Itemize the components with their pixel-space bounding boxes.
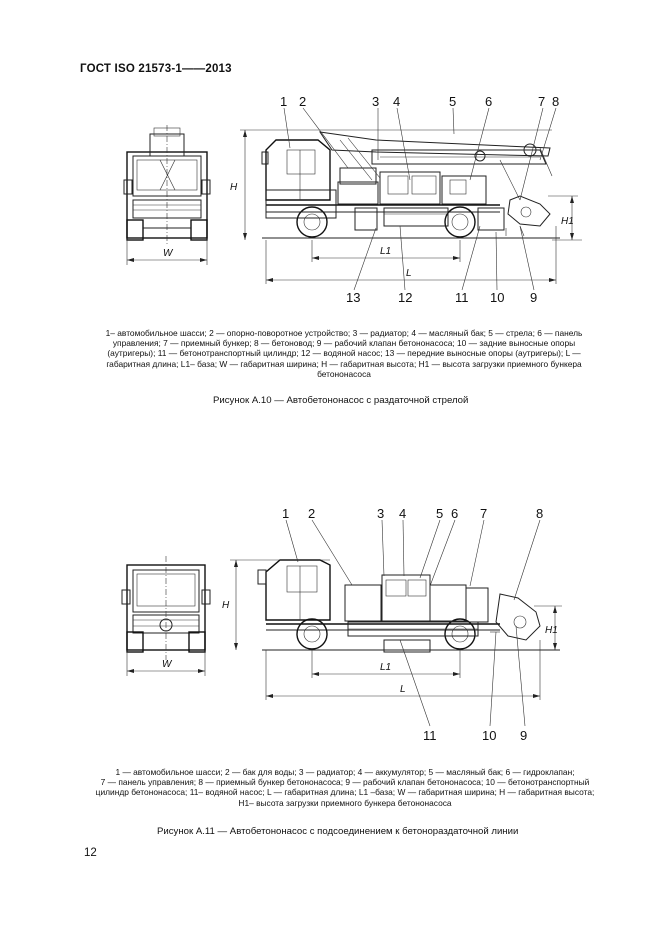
figure-a11-side-view — [230, 519, 562, 727]
fig11-callout-7: 7 — [480, 506, 487, 521]
fig10-callout-5: 5 — [449, 94, 456, 109]
page-number: 12 — [84, 847, 97, 859]
fig10-dim-h: H — [230, 182, 238, 193]
fig10-dim-h1: H1 — [561, 216, 574, 227]
fig10-callout-11: 11 — [455, 290, 469, 305]
figure-a10-caption: Рисунок А.10 — Автобетононасос с раздато… — [213, 395, 469, 406]
fig11-dim-l: L — [400, 684, 406, 695]
figure-a11-caption: Рисунок А.11 — Автобетононасос с подсоед… — [157, 826, 519, 837]
fig10-callout-2: 2 — [299, 94, 306, 109]
fig11-legend-line: 1 — автомобильное шасси; 2 — бак для вод… — [115, 767, 575, 777]
fig11-callout-11: 11 — [423, 728, 437, 743]
fig10-callout-7: 7 — [538, 94, 545, 109]
fig10-legend-line: бетононасоса — [317, 368, 371, 379]
fig11-callout-10: 10 — [482, 728, 496, 743]
figure-a11-legend: 1 — автомобильное шасси; 2 — бак для вод… — [76, 767, 614, 808]
fig11-callout-9: 9 — [520, 728, 527, 743]
document-header: ГОСТ ISO 21573-1——2013 — [80, 63, 232, 75]
fig11-callout-5: 5 — [436, 506, 443, 521]
fig11-dim-w: W — [162, 659, 173, 670]
fig11-legend-line: цилиндр бетононасоса; 11– водяной насос;… — [95, 787, 595, 798]
fig11-callout-8: 8 — [536, 506, 543, 521]
fig10-callout-13: 13 — [346, 290, 360, 305]
fig10-legend-line: (аутригеры); 11 — бетонотранспортный цил… — [107, 348, 581, 359]
fig11-legend-line: 7 — панель управления; 8 — приемный бунк… — [100, 777, 590, 788]
fig10-legend-line: управления; 7 — приемный бункер; 8 — бет… — [112, 338, 576, 349]
fig11-callout-2: 2 — [308, 506, 315, 521]
fig10-callout-1: 1 — [280, 94, 287, 109]
fig10-dim-l: L — [406, 268, 412, 279]
fig10-legend-line: габаритная длина; L1– база; W — габаритн… — [106, 358, 582, 369]
figure-a11-front-view — [121, 556, 211, 676]
fig10-callout-12: 12 — [398, 290, 412, 305]
fig11-dim-h1: H1 — [545, 625, 558, 636]
fig10-legend-line: 1– автомобильное шасси; 2 — опорно-повор… — [105, 328, 583, 338]
fig10-callout-3: 3 — [372, 94, 379, 109]
fig11-callout-3: 3 — [377, 506, 384, 521]
fig11-dim-l1: L1 — [380, 662, 391, 673]
fig10-dim-l1: L1 — [380, 246, 391, 257]
fig11-callout-1: 1 — [282, 506, 289, 521]
fig11-legend-line: H1– высота загрузки приемного бункера бе… — [238, 797, 452, 808]
fig11-dim-h: H — [222, 600, 230, 611]
figure-a10-side-view — [240, 107, 582, 291]
fig10-callout-9: 9 — [530, 290, 537, 305]
figure-a10-front-view — [123, 125, 211, 265]
figure-a10-legend: 1– автомобильное шасси; 2 — опорно-повор… — [82, 328, 606, 379]
fig10-callout-10: 10 — [490, 290, 504, 305]
fig11-callout-4: 4 — [399, 506, 406, 521]
fig10-callout-4: 4 — [393, 94, 400, 109]
fig10-callout-6: 6 — [485, 94, 492, 109]
fig10-dim-w: W — [163, 248, 174, 259]
fig11-callout-6: 6 — [451, 506, 458, 521]
fig10-callout-8: 8 — [552, 94, 559, 109]
